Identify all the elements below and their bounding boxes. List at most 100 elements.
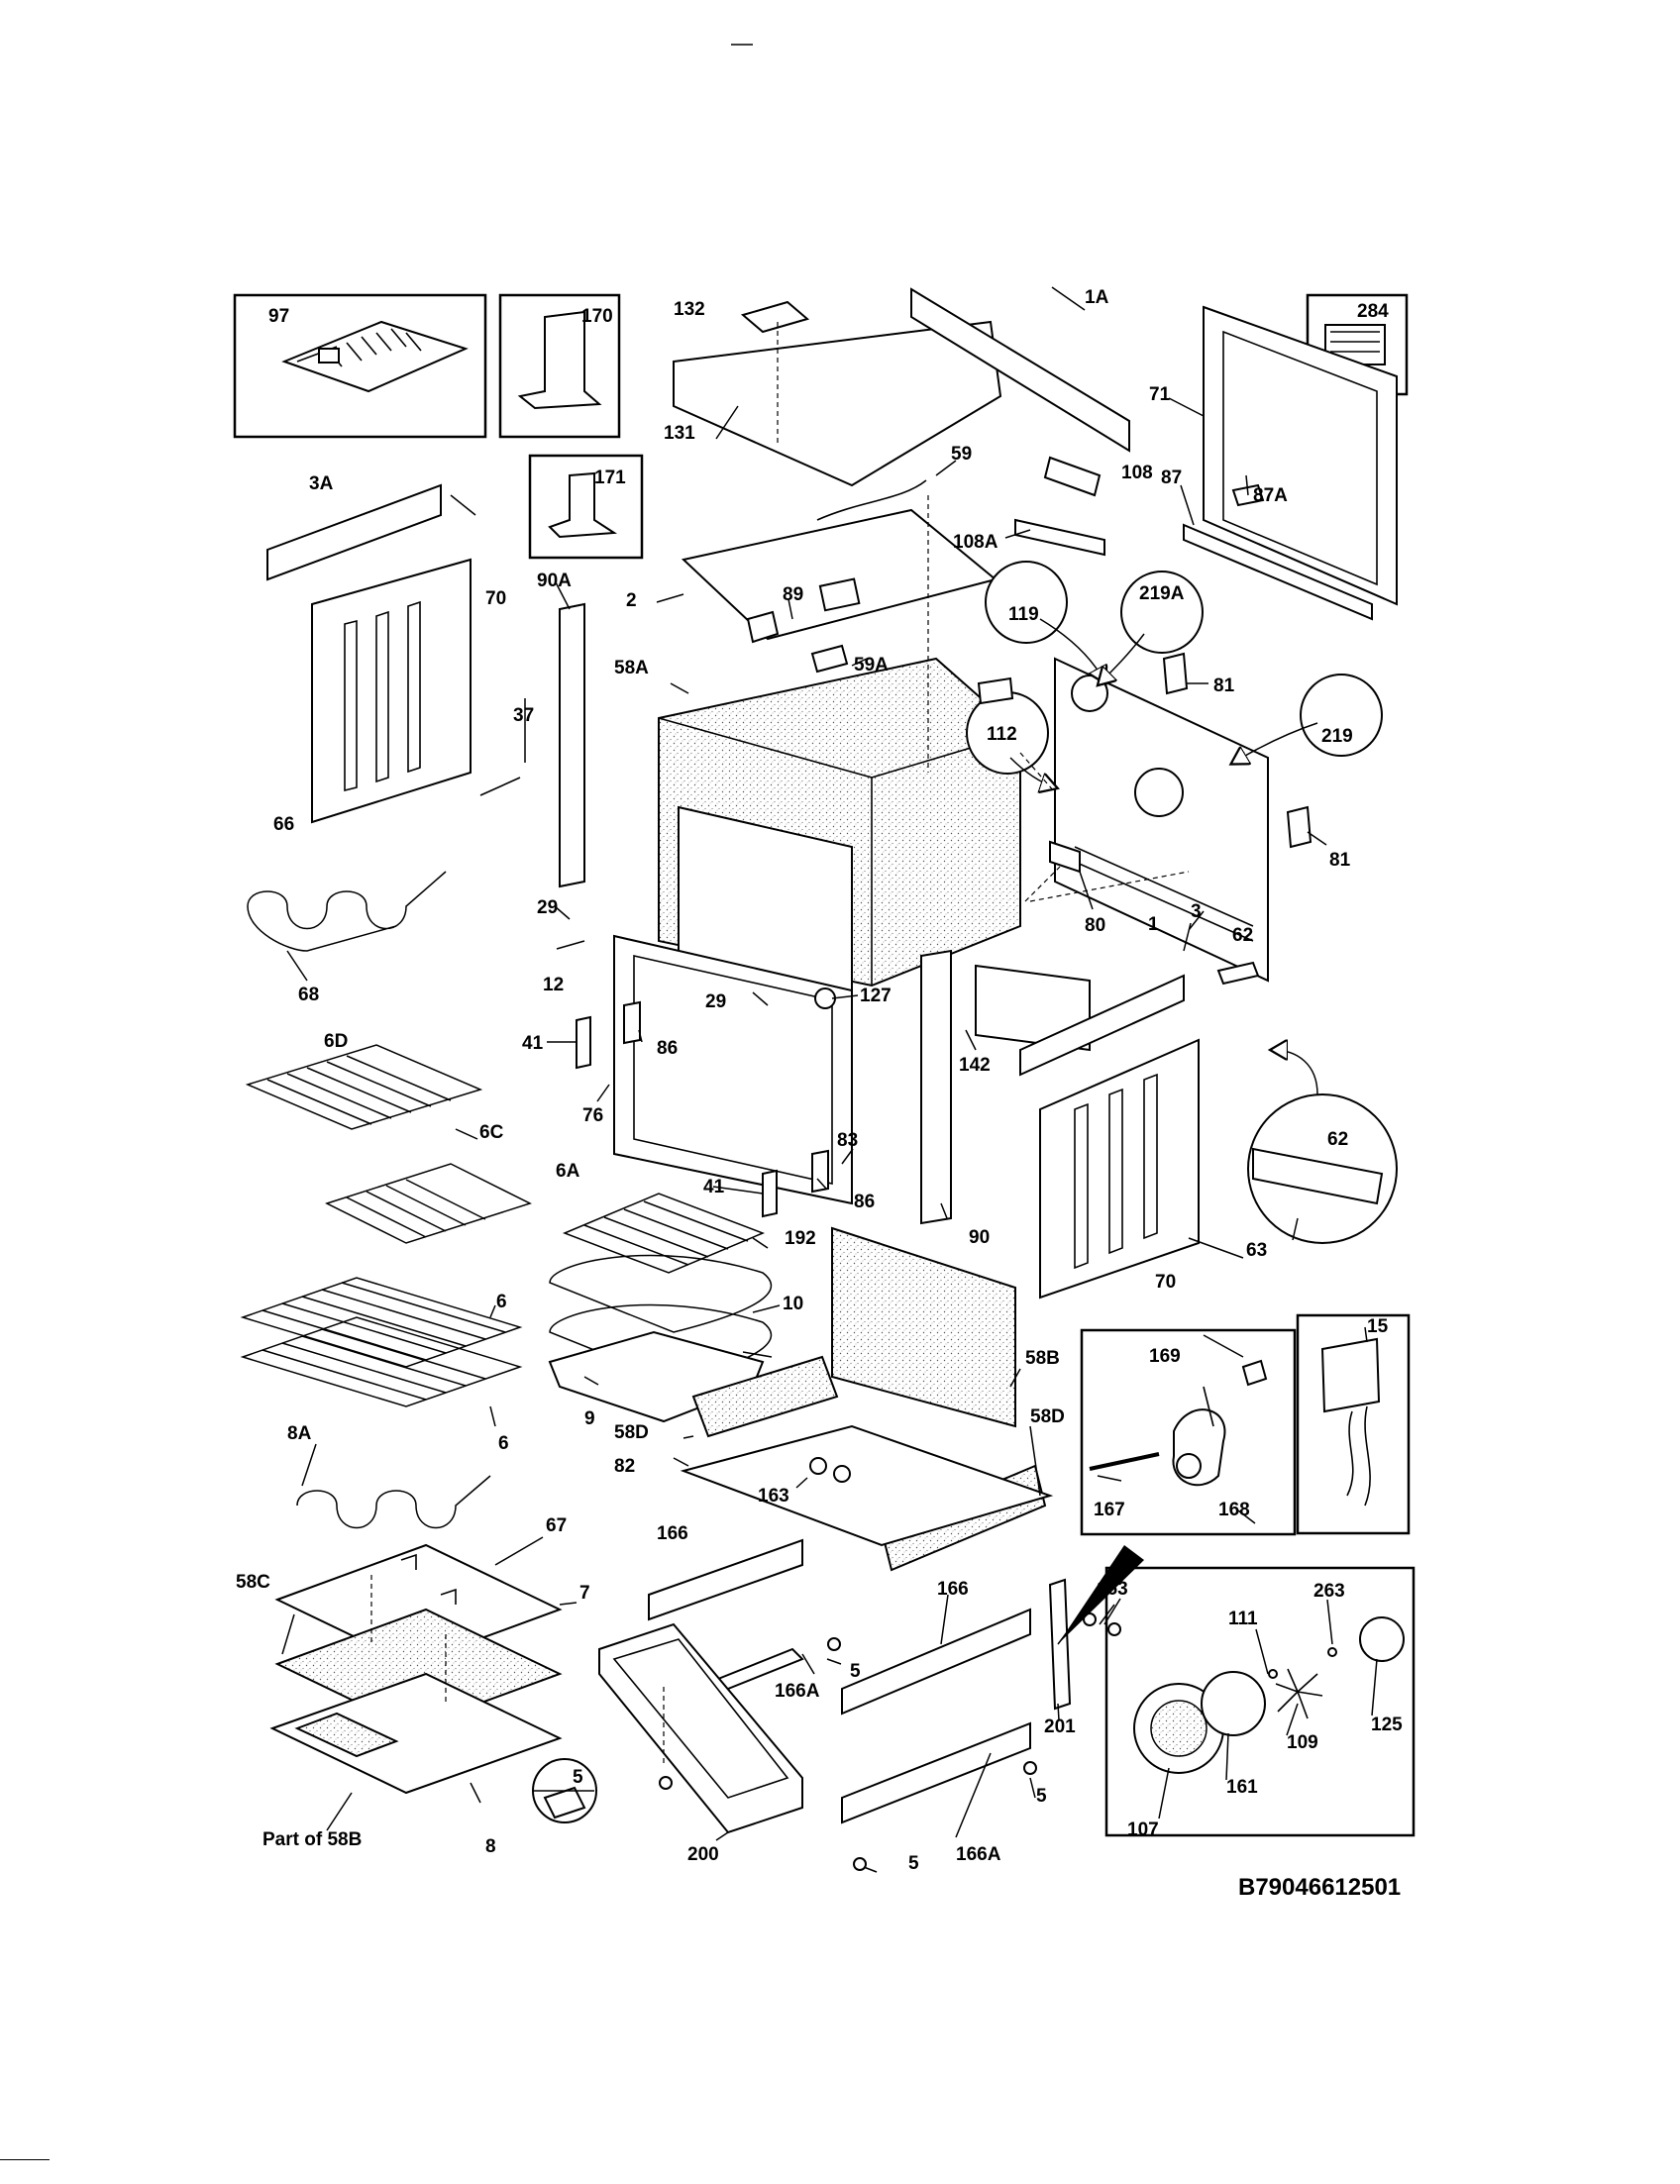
label-15: 15 [1367,1316,1389,1337]
inset-timer-15 [1296,1313,1411,1535]
label-86-upper: 86 [657,1038,678,1059]
arrow-219 [1233,722,1318,763]
side-panel-70-right [1039,1038,1200,1300]
leader-lines [281,44,1378,1873]
fan-housing-grille [1150,1700,1208,1757]
bracket-108A [1014,518,1105,557]
door-frame-76 [613,934,853,1205]
rear-wall-1 [1054,657,1269,983]
bake-element-8A [296,1475,491,1529]
label-6-lower: 6 [498,1433,509,1454]
label-166A-left: 166A [775,1681,820,1702]
label-6D: 6D [324,1031,348,1052]
label-263: 263 [1313,1581,1345,1602]
inset-box-15 [1296,1313,1411,1535]
label-76: 76 [582,1105,603,1126]
leg-5-d [659,1776,673,1790]
label-219: 219 [1321,726,1353,747]
label-62-upper: 62 [1232,925,1253,946]
terminal-block-62-detail [1252,1147,1384,1205]
rear-wall-vents [1074,846,1254,942]
clip-81-lower [1286,805,1312,849]
label-142: 142 [959,1055,991,1076]
label-37: 37 [513,705,534,726]
broil-element-66 [247,871,447,952]
label-166-left: 166 [657,1523,688,1544]
label-81-upper: 81 [1213,676,1235,696]
label-86-lower: 86 [854,1192,875,1212]
label-5-upper: 5 [850,1661,861,1682]
label-167: 167 [1094,1500,1125,1520]
label-71: 71 [1149,384,1171,405]
label-82: 82 [614,1456,635,1477]
inset-box-97 [233,293,487,439]
label-62-lower: 62 [1327,1129,1348,1150]
label-131: 131 [664,423,695,444]
bracket-89 [746,610,780,644]
bracket-3A [266,483,442,581]
label-59: 59 [951,444,972,465]
label-200: 200 [687,1844,719,1865]
label-6C: 6C [479,1122,504,1143]
door-lock-cam [1176,1453,1202,1479]
bracket-201 [1048,1578,1072,1711]
hinge-86-lower [811,1149,829,1194]
page-footer-rule [0,2159,50,2160]
insulation-part-58B [294,1712,399,1758]
lock-knob-169 [1241,1359,1268,1387]
rail-166-left [648,1538,803,1621]
label-284: 284 [1357,301,1389,322]
hinge-41-upper [576,1015,591,1070]
label-8: 8 [485,1836,496,1857]
label-29-upper: 29 [537,897,558,918]
switch-108 [1043,456,1102,497]
label-170: 170 [581,306,613,327]
rack-6D [245,1044,483,1130]
strip-142 [975,964,1091,1052]
label-81-lower: 81 [1329,850,1351,871]
slide-166A-right [841,1721,1031,1824]
inset-control-board [233,293,487,439]
control-board-transformer [318,348,340,364]
label-171: 171 [594,468,626,488]
arrow-112 [1009,757,1055,787]
alignment-lines [370,322,1190,1763]
cover-132 [740,300,810,334]
fuse-112 [977,676,1014,705]
wedge-pointer [1058,1545,1144,1644]
label-87A: 87A [1253,485,1288,506]
label-68: 68 [298,985,319,1005]
inset-bracket-170 [498,293,621,439]
rail-166-right [841,1608,1031,1716]
label-1: 1 [1148,914,1159,935]
label-80: 80 [1085,915,1105,936]
rear-wall-fan-opening [1134,768,1184,817]
label-29-lower: 29 [705,991,726,1012]
label-5-bottom: 5 [908,1853,919,1874]
bracket-59A [810,644,849,674]
inset-door-lock [1080,1328,1297,1536]
label-58C: 58C [236,1572,270,1593]
bumper-163-d [1107,1622,1121,1636]
callout-circle-219 [1300,674,1383,757]
label-219A: 219A [1139,583,1185,604]
clip-81-upper [1162,652,1189,695]
label-87: 87 [1161,468,1182,488]
rack-6A [562,1193,766,1274]
label-166A-right: 166A [956,1844,1001,1865]
label-2: 2 [626,590,637,611]
label-168: 168 [1218,1500,1250,1520]
label-6-upper: 6 [496,1292,507,1312]
label-192: 192 [785,1228,816,1249]
label-90: 90 [969,1227,990,1248]
label-70-right: 70 [1155,1272,1176,1293]
label-41-upper: 41 [522,1033,544,1054]
label-125: 125 [1371,1715,1403,1735]
label-59A: 59A [854,655,889,676]
terminal-block-62 [1216,961,1260,986]
bumper-163-c [1083,1612,1097,1626]
label-58D-right: 58D [1030,1406,1065,1427]
bottom-pan-8 [269,1672,563,1795]
rack-6-lower [240,1316,523,1407]
label-127: 127 [860,986,892,1006]
